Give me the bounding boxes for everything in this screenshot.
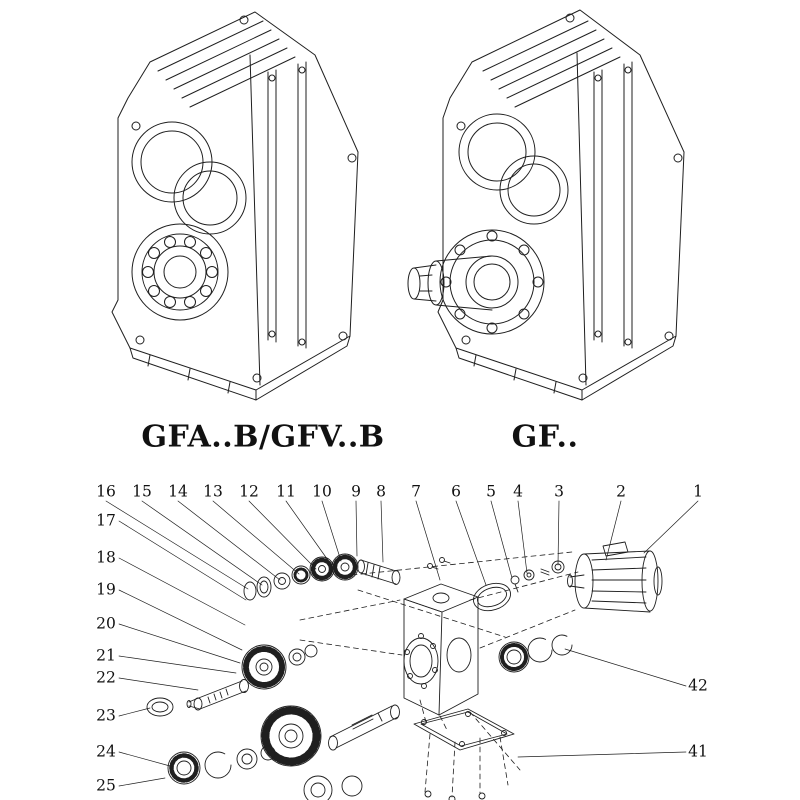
housing-part (403, 583, 479, 716)
part-number-2: 2 (616, 482, 626, 501)
part-number-19: 19 (96, 580, 116, 599)
part-number-9: 9 (351, 482, 361, 501)
leader-lines (105, 500, 699, 787)
part-number-3: 3 (554, 482, 564, 501)
output-gear-parts (260, 704, 400, 767)
part-number-5: 5 (486, 482, 496, 501)
cover-plate-part (413, 708, 515, 800)
part-number-1: 1 (693, 482, 703, 501)
gearbox-drawing-right (407, 9, 685, 401)
model-label-right: GF.. (511, 419, 579, 455)
part-number-11: 11 (276, 482, 296, 501)
part-number-24: 24 (96, 742, 116, 761)
part-number-17: 17 (96, 511, 116, 530)
part-number-20: 20 (96, 614, 116, 633)
input-shaft-parts (243, 553, 451, 601)
bearing-rollers (142, 236, 218, 308)
part-number-10: 10 (312, 482, 332, 501)
part-number-18: 18 (96, 548, 116, 567)
motor-part (567, 541, 663, 613)
part-number-25: 25 (96, 776, 116, 795)
part-number-41: 41 (688, 742, 708, 761)
part-number-14: 14 (168, 482, 188, 501)
ring-stack (498, 634, 573, 673)
part-number-8: 8 (376, 482, 386, 501)
gearbox-drawing-left (111, 11, 359, 401)
part-number-7: 7 (411, 482, 421, 501)
part-number-42: 42 (688, 676, 708, 695)
part-number-15: 15 (132, 482, 152, 501)
part-number-13: 13 (203, 482, 223, 501)
part-number-21: 21 (96, 646, 116, 665)
intermediate-gear-parts (146, 644, 318, 717)
part-number-12: 12 (239, 482, 259, 501)
part-number-4: 4 (513, 482, 523, 501)
model-label-left: GFA..B/GFV..B (141, 419, 385, 455)
part-number-23: 23 (96, 706, 116, 725)
gasket-and-fasteners (473, 560, 565, 612)
exploded-parts-drawing (105, 500, 699, 800)
assembly-dashed-lines (299, 551, 579, 798)
part-number-16: 16 (96, 482, 116, 501)
part-number-22: 22 (96, 668, 116, 687)
bottom-row-parts (167, 745, 363, 800)
part-number-6: 6 (451, 482, 461, 501)
